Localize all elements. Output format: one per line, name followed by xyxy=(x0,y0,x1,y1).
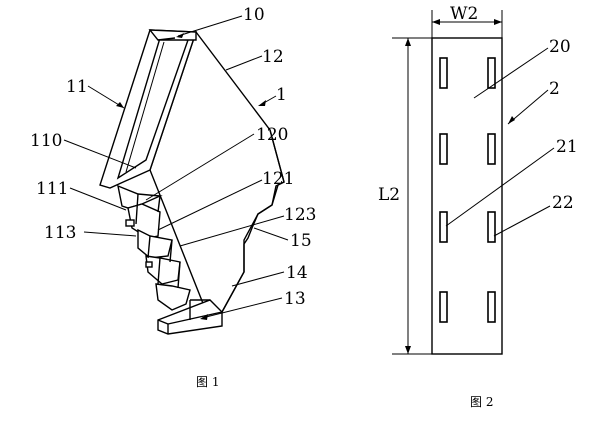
step-blocks xyxy=(117,184,191,311)
label-121: 121 xyxy=(262,169,294,189)
label-12: 12 xyxy=(262,47,284,67)
label-w2: W2 xyxy=(450,4,478,24)
label-20: 20 xyxy=(549,37,571,57)
figure-2-leaders xyxy=(445,47,555,237)
label-2: 2 xyxy=(549,79,560,99)
label-11: 11 xyxy=(66,77,88,97)
label-21: 21 xyxy=(556,137,578,157)
slots-21 xyxy=(439,57,448,323)
label-123: 123 xyxy=(284,205,316,225)
label-110: 110 xyxy=(30,131,62,151)
label-15: 15 xyxy=(290,231,312,251)
label-l2: L2 xyxy=(378,185,400,205)
label-22: 22 xyxy=(552,193,574,213)
plate-20 xyxy=(431,37,503,355)
figure-2-caption: 图 2 xyxy=(470,395,493,409)
label-120: 120 xyxy=(256,125,288,145)
figure-1-caption: 图 1 xyxy=(196,375,219,389)
label-1: 1 xyxy=(276,85,287,105)
label-113: 113 xyxy=(44,223,76,243)
label-10: 10 xyxy=(243,5,265,25)
figure-1-assembly: 10 12 11 1 110 120 111 121 123 113 15 14… xyxy=(30,5,316,389)
figure-2-plate: W2 20 2 21 22 L2 图 2 xyxy=(378,4,578,409)
label-14: 14 xyxy=(286,263,308,283)
label-13: 13 xyxy=(284,289,306,309)
figure-1-leaders xyxy=(63,15,289,320)
slots-22 xyxy=(487,57,496,323)
label-111: 111 xyxy=(36,179,68,199)
